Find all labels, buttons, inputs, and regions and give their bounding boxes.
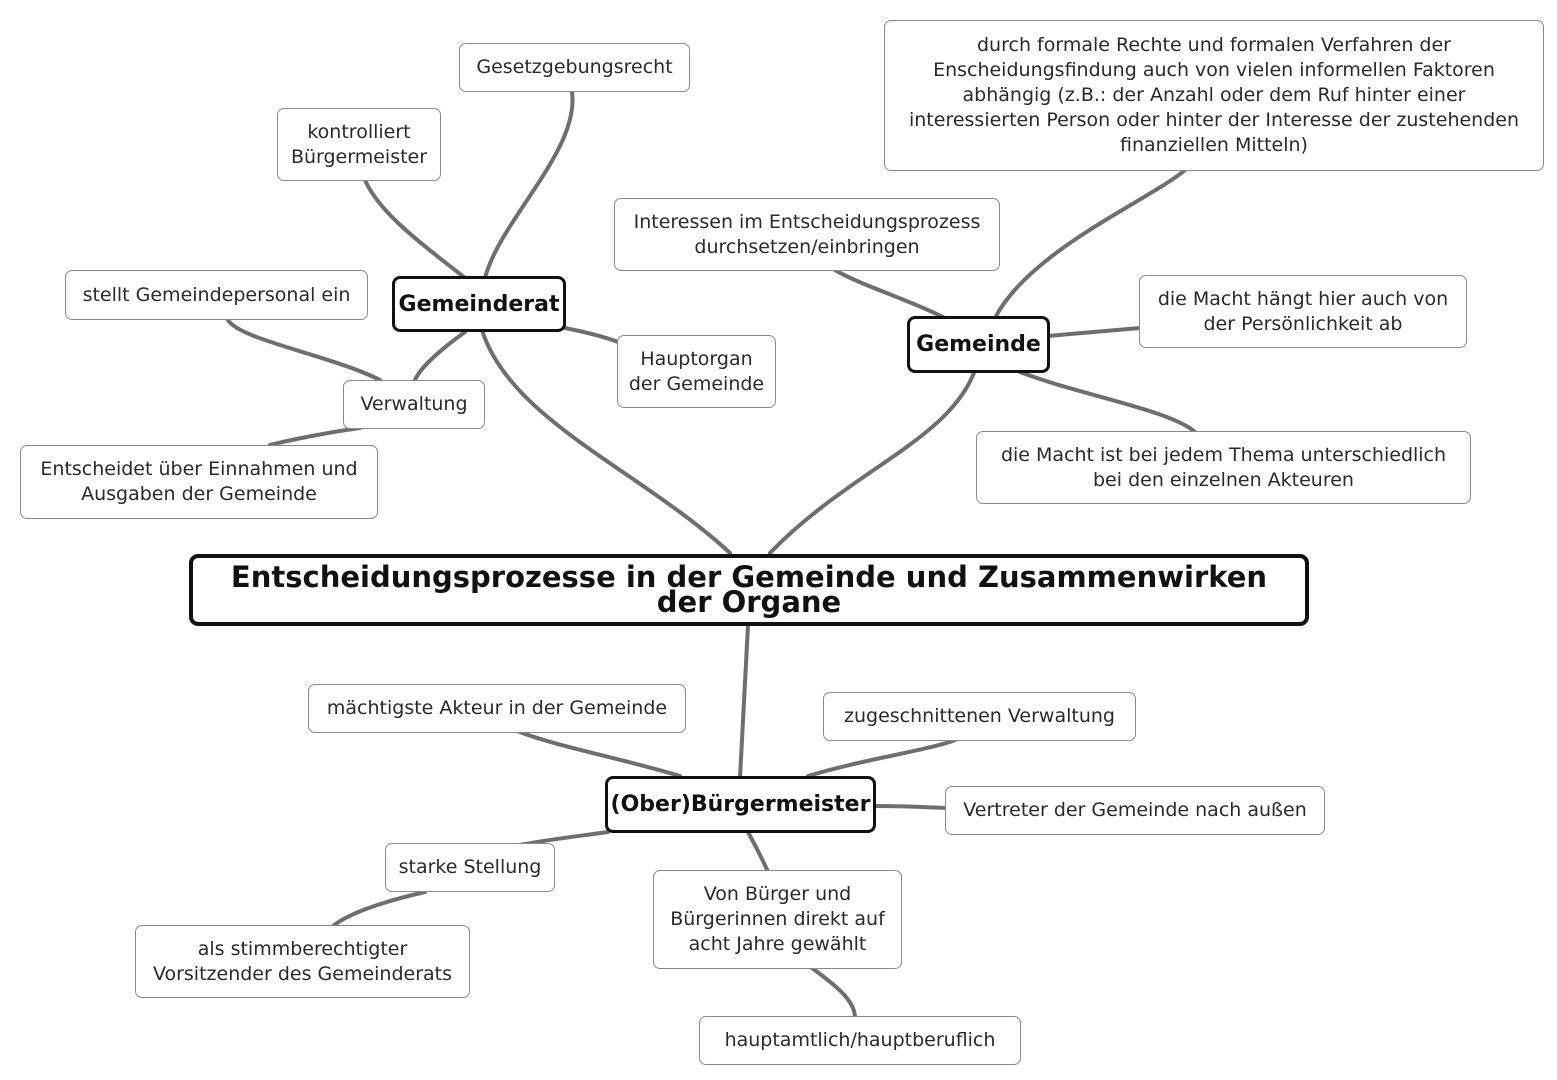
link-central-buergermeister [738, 623, 750, 780]
link-central-gemeinde [768, 368, 977, 555]
link-gemeinderat-kontrolliert [363, 178, 467, 280]
link-gemeinderat-verwaltung [413, 330, 467, 382]
link-gemeinderat-gesetzgebung [483, 90, 575, 280]
link-central-gemeinderat [480, 328, 732, 555]
central-topic[interactable]: Entscheidungsprozesse in der Gemeinde un… [189, 554, 1309, 626]
leaf-verwaltung[interactable]: Verwaltung [343, 380, 485, 429]
leaf-vorsitzender[interactable]: als stimmberechtigter Vorsitzender des G… [135, 925, 470, 998]
link-gemeinde-interessen [833, 268, 947, 320]
leaf-persoenlichkeit[interactable]: die Macht hängt hier auch von der Persön… [1139, 275, 1467, 348]
branch-gemeinderat[interactable]: Gemeinderat [392, 276, 566, 332]
leaf-zugeschnittene-verwaltung[interactable]: zugeschnittenen Verwaltung [823, 692, 1136, 741]
link-bm-zugeschnitten [806, 738, 957, 778]
link-gemeinde-thema [1018, 370, 1197, 434]
leaf-gesetzgebungsrecht[interactable]: Gesetzgebungsrecht [459, 43, 690, 92]
leaf-direkt-gewaehlt[interactable]: Von Bürger und Bürgerinnen direkt auf ac… [653, 870, 902, 969]
link-gewaehlt-hauptamtlich [810, 966, 857, 1020]
leaf-vertreter[interactable]: Vertreter der Gemeinde nach außen [945, 786, 1325, 835]
link-gemeinde-persoenlichkeit [1046, 326, 1142, 338]
leaf-interessen[interactable]: Interessen im Entscheidungsprozess durch… [614, 198, 1000, 271]
leaf-hauptamtlich[interactable]: hauptamtlich/hauptberuflich [699, 1016, 1021, 1065]
link-gemeinde-formale [993, 168, 1187, 320]
link-verwaltung-personal [226, 318, 382, 382]
leaf-maechtigste-akteur[interactable]: mächtigste Akteur in der Gemeinde [308, 684, 686, 733]
link-gemeinderat-hauptorgan [563, 326, 620, 344]
link-verwaltung-einnahmen [268, 426, 362, 447]
leaf-thema-akteure[interactable]: die Macht ist bei jedem Thema unterschie… [976, 431, 1471, 504]
branch-buergermeister[interactable]: (Ober)Bürgermeister [605, 776, 876, 833]
leaf-starke-stellung[interactable]: starke Stellung [385, 843, 555, 892]
leaf-formale-rechte[interactable]: durch formale Rechte und formalen Verfah… [884, 20, 1544, 171]
branch-gemeinde[interactable]: Gemeinde [907, 316, 1050, 373]
link-bm-maechtigste [513, 728, 682, 778]
link-bm-vertreter [874, 804, 948, 810]
leaf-einnahmen-ausgaben[interactable]: Entscheidet über Einnahmen und Ausgaben … [20, 445, 378, 519]
leaf-gemeindepersonal[interactable]: stellt Gemeindepersonal ein [65, 270, 368, 320]
link-stellung-vorsitzender [331, 890, 427, 928]
link-bm-gewaehlt [746, 830, 770, 874]
leaf-kontrolliert-buergermeister[interactable]: kontrolliert Bürgermeister [277, 108, 441, 181]
leaf-hauptorgan[interactable]: Hauptorgan der Gemeinde [617, 335, 776, 408]
